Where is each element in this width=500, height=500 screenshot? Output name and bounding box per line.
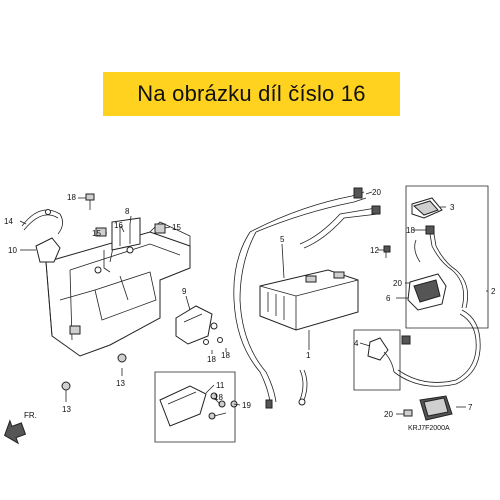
callout-18b: 18 — [221, 351, 230, 360]
callout-15a: 15 — [92, 229, 101, 238]
callout-1: 1 — [306, 351, 311, 360]
battery-1 — [259, 269, 359, 331]
harness-5 — [233, 187, 381, 409]
fr-label: FR. — [24, 411, 37, 420]
battery-case — [45, 221, 191, 357]
callout-3: 3 — [450, 203, 455, 212]
callout-18a: 18 — [207, 355, 216, 364]
front-arrow: FR. — [3, 411, 37, 445]
callout-17: 18 — [67, 193, 76, 202]
callout-13b: 13 — [62, 405, 71, 414]
callout-7: 7 — [468, 403, 473, 412]
bolt-13 — [61, 353, 127, 396]
callout-20a: 20 — [393, 279, 402, 288]
banner-text: Na obrázku díl číslo 16 — [137, 81, 366, 106]
callout-2: 2 — [491, 287, 496, 296]
callout-6: 6 — [386, 294, 391, 303]
callout-13a: 13 — [116, 379, 125, 388]
callout-15b: 15 — [172, 223, 181, 232]
callout-5: 5 — [280, 235, 285, 244]
strap-14 — [21, 209, 63, 235]
bracket-8 — [95, 217, 166, 251]
callout-18e: 18 — [406, 226, 415, 235]
callout-14: 14 — [4, 217, 13, 226]
callout-20b: 20 — [384, 410, 393, 419]
relay-group — [405, 185, 489, 329]
callout-8: 8 — [125, 207, 130, 216]
cover-10 — [35, 237, 61, 263]
callout-9: 9 — [182, 287, 187, 296]
leader-lines — [19, 191, 488, 417]
callout-16: 16 — [114, 221, 123, 230]
callout-18d: 19 — [242, 401, 251, 410]
callout-labels: 18 8 16 15 15 14 10 13 13 9 18 18 11 18 … — [4, 188, 496, 432]
part-number-banner: Na obrázku díl číslo 16 — [103, 72, 400, 116]
diagram-code: KRJ7F2000A — [408, 425, 450, 432]
callout-10: 10 — [8, 246, 17, 255]
callout-12: 12 — [370, 246, 379, 255]
callout-11: 11 — [216, 381, 225, 390]
bolt-17 — [85, 193, 95, 210]
bracket-11-box — [154, 371, 238, 443]
bracket-9 — [175, 305, 223, 345]
bolt-12 — [383, 245, 391, 258]
callout-19: 20 — [372, 188, 381, 197]
cable-4 — [353, 309, 481, 391]
fuse-7 — [403, 395, 453, 421]
callout-4: 4 — [354, 339, 359, 348]
callout-18c: 18 — [214, 393, 223, 402]
